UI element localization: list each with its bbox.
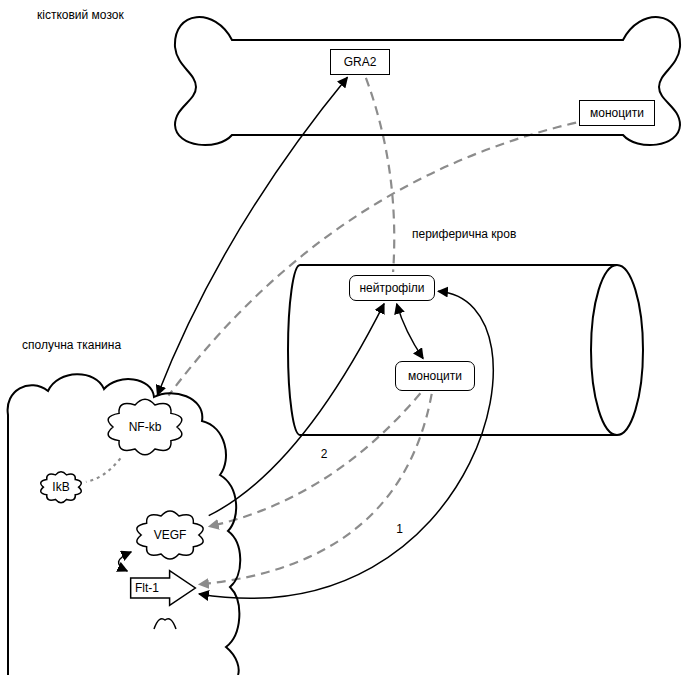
- node-text: нейтрофіли: [359, 281, 424, 295]
- connector-arrow: [366, 78, 394, 272]
- connector-arrow: [199, 394, 432, 585]
- region-label: сполучна тканина: [20, 338, 123, 352]
- tissue-shape: [8, 374, 241, 675]
- receptor-symbol: [154, 619, 176, 629]
- node-text: Flt-1: [135, 581, 159, 595]
- arrow-shape: [131, 571, 196, 606]
- cloud-shape: [108, 399, 182, 455]
- connector-arrow: [397, 304, 423, 359]
- vessel-outline: [285, 225, 647, 440]
- molecule-cloud: NF-kb: [105, 398, 185, 456]
- node-text: NF-kb: [129, 420, 162, 434]
- cloud-shape: [137, 511, 203, 559]
- node-text: моноцити: [590, 106, 644, 120]
- vessel-shape: [288, 265, 617, 435]
- connector-arrow: [86, 458, 121, 482]
- callout-number: 1: [394, 522, 405, 536]
- node-text: моноцити: [408, 369, 462, 383]
- node-text: GRA2: [344, 55, 377, 69]
- connector-arrow: [119, 552, 132, 571]
- cell-box: GRA2: [330, 49, 390, 75]
- molecule-cloud: IkB: [39, 471, 83, 503]
- region-label: периферична кров: [410, 227, 518, 241]
- node-text: VEGF: [154, 528, 187, 542]
- tissue-region: сполучна тканинаNF-kbIkB VEGF Flt-1: [0, 335, 245, 675]
- blood-vessel: периферична кров нейтрофіли моноцити: [285, 225, 647, 440]
- bone-outline: [170, 5, 685, 150]
- cell-box: моноцити: [395, 361, 475, 391]
- callout-number: 2: [319, 447, 330, 461]
- region-label: кістковий мозок: [35, 8, 126, 22]
- bone-outline: кістковий мозокGRA2моноцити: [170, 5, 685, 150]
- connector-arrow: [157, 77, 347, 395]
- receptor-arrow: Flt-1: [130, 570, 196, 606]
- cell-box: нейтрофіли: [349, 275, 435, 301]
- connector-arrow: [169, 123, 577, 396]
- connector-arrow: [209, 304, 384, 516]
- connector-arrow: [209, 393, 421, 526]
- connector-arrow: [199, 291, 493, 598]
- node-text: IkB: [52, 480, 69, 494]
- cloud-shape: [41, 471, 82, 502]
- vessel-opening: [591, 265, 643, 435]
- bone-shape: [175, 17, 680, 145]
- tissue-outline: [0, 335, 245, 675]
- molecule-cloud: VEGF: [134, 510, 206, 560]
- cell-box: моноцити: [579, 100, 655, 126]
